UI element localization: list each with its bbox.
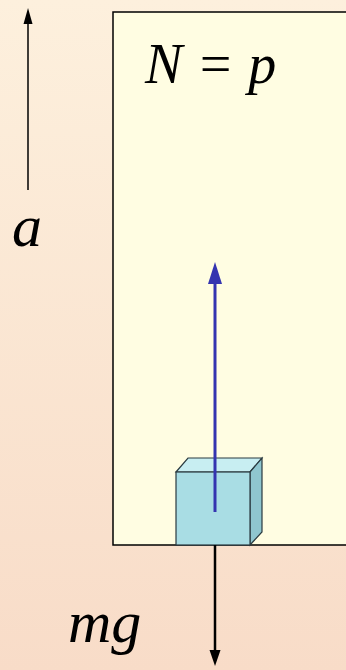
weight-arrow (210, 545, 221, 666)
block (176, 458, 262, 545)
elevator-cabin (113, 12, 346, 545)
weight-label: mg (68, 592, 141, 652)
acceleration-arrow (24, 8, 33, 190)
normal-force-arrow (208, 262, 222, 512)
acceleration-label: a (12, 196, 42, 256)
force-label: N = p (145, 36, 276, 92)
